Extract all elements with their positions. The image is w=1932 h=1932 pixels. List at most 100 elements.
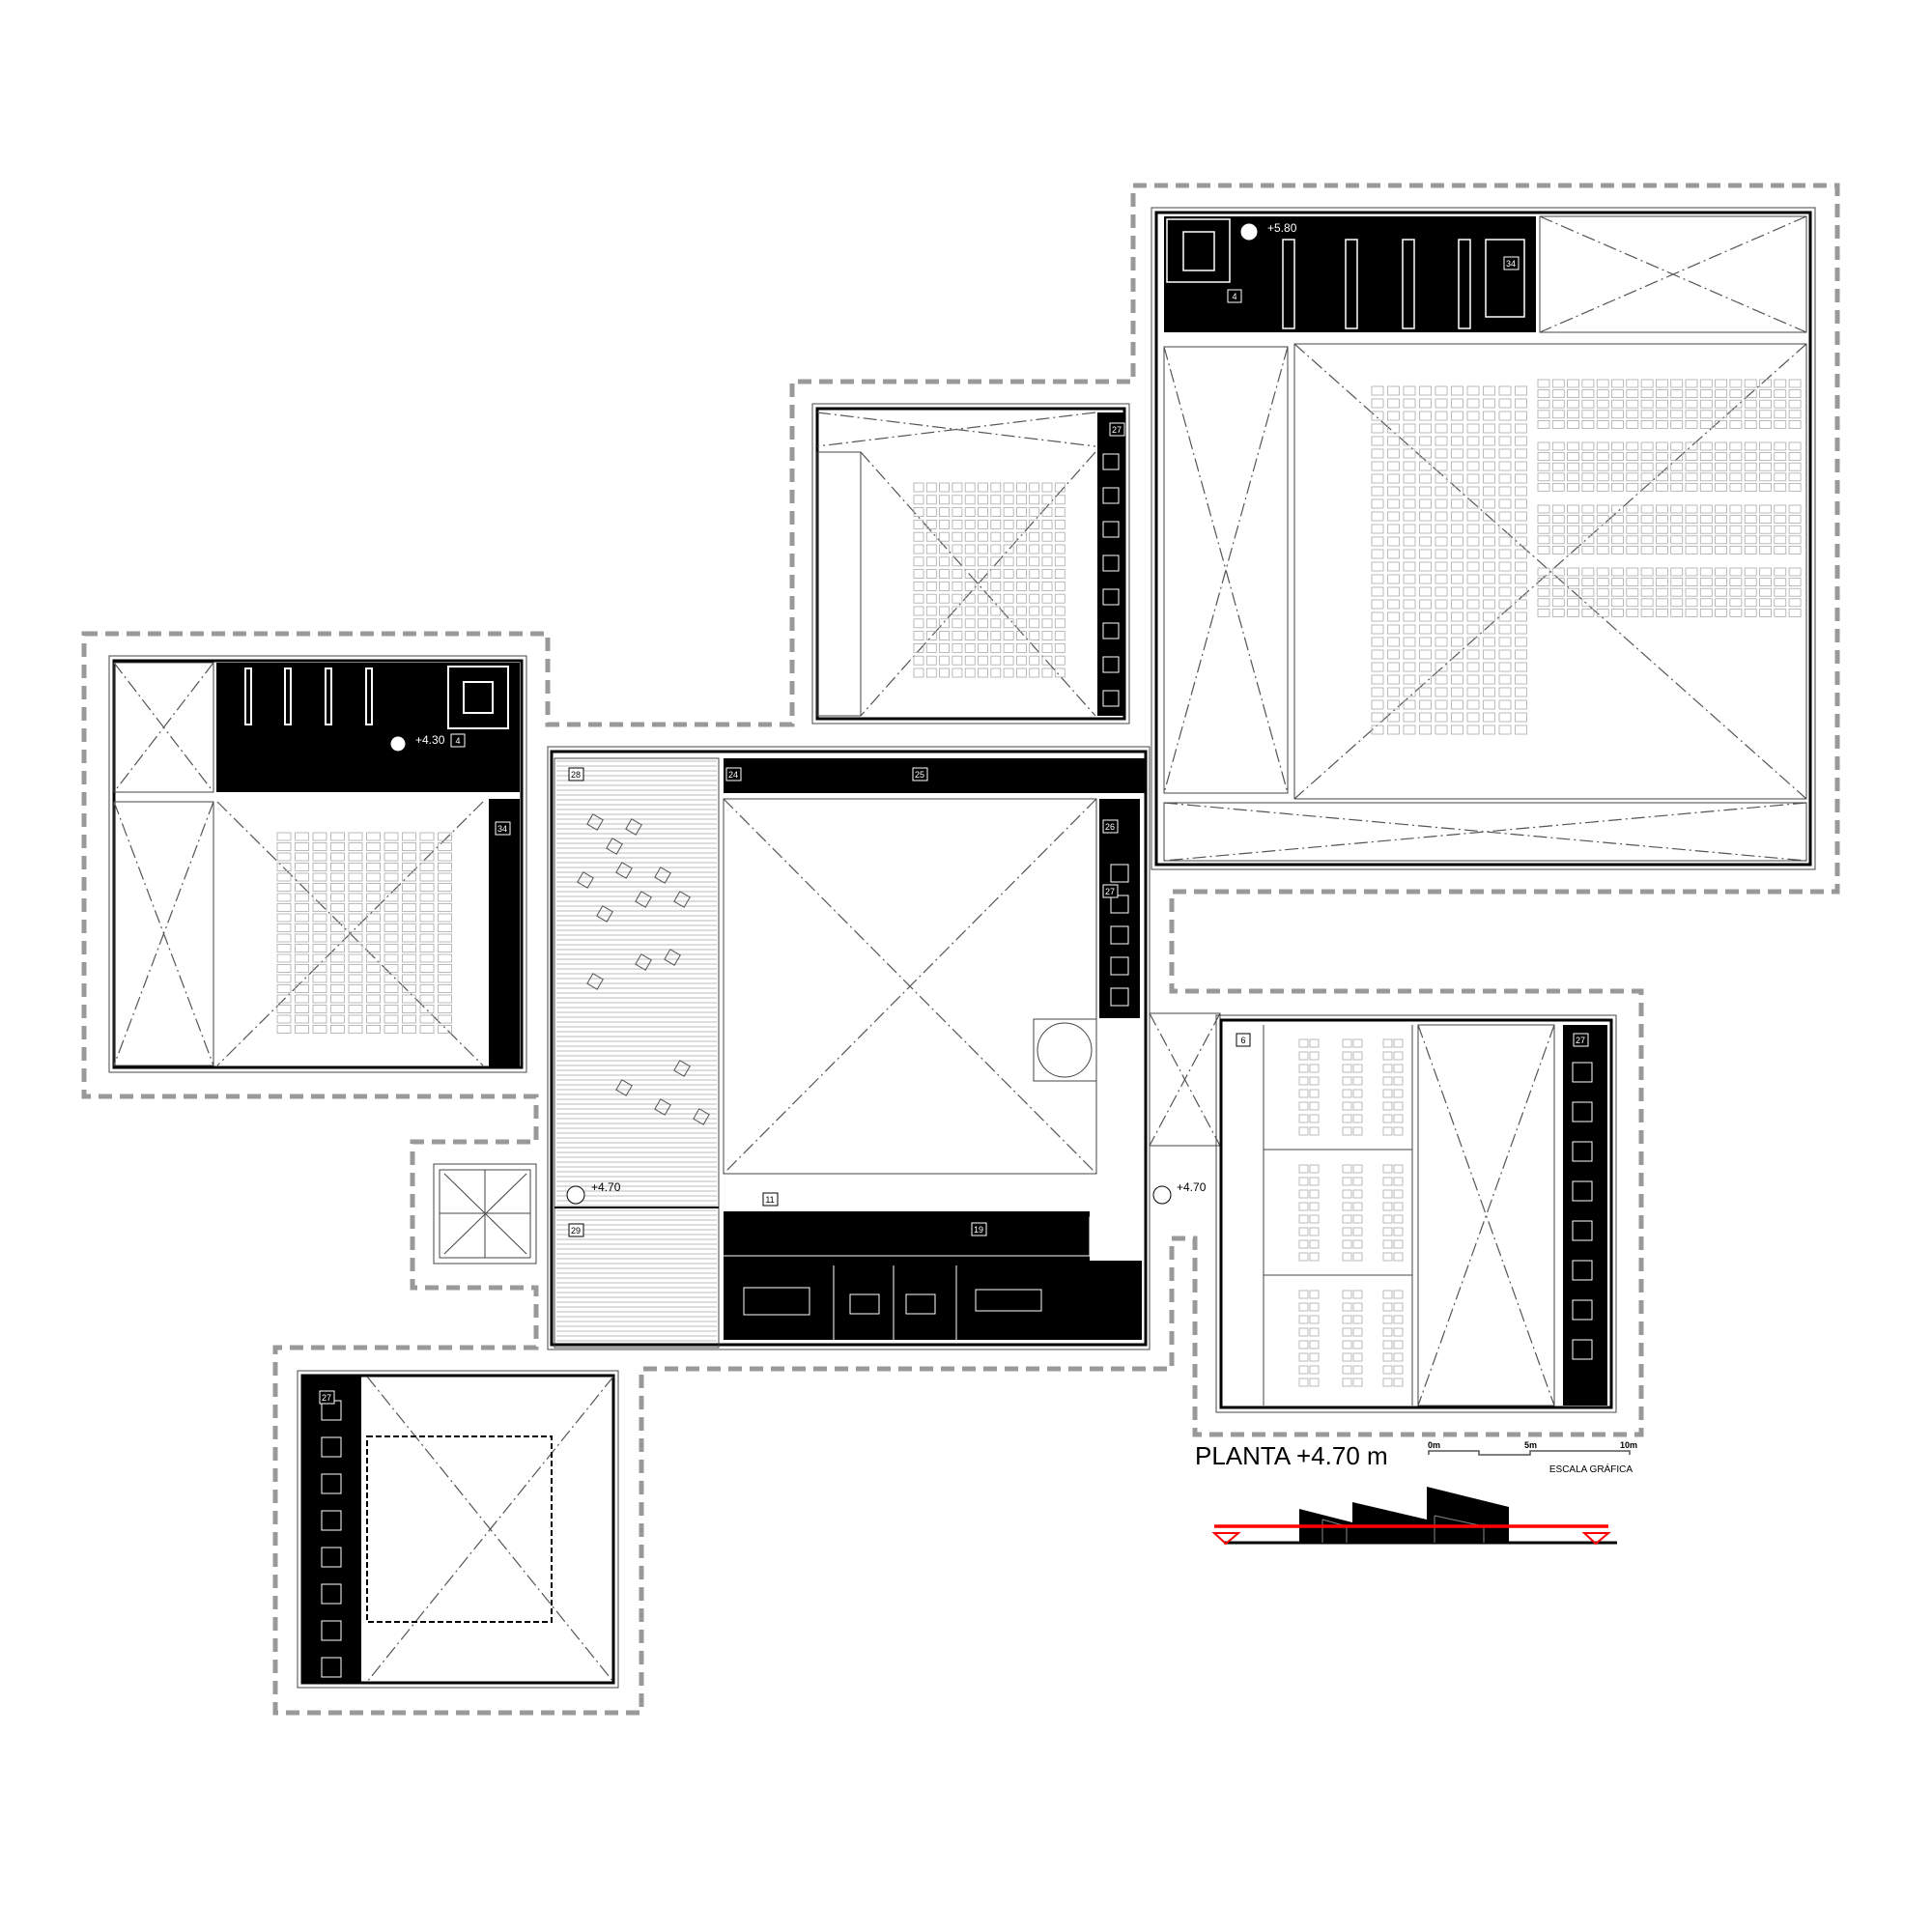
seat bbox=[1041, 606, 1053, 616]
seat bbox=[925, 593, 937, 604]
seat bbox=[1640, 567, 1654, 577]
scale-tick: 10m bbox=[1620, 1440, 1637, 1450]
seat bbox=[1581, 419, 1595, 429]
seat bbox=[939, 569, 950, 579]
seat bbox=[1626, 419, 1639, 429]
seat bbox=[1729, 535, 1743, 545]
seat bbox=[1515, 473, 1527, 484]
seat bbox=[939, 643, 950, 653]
seat bbox=[1699, 609, 1713, 617]
seat bbox=[1567, 598, 1579, 608]
seat bbox=[402, 984, 416, 993]
seat bbox=[1483, 436, 1495, 446]
seat bbox=[913, 531, 924, 542]
seat bbox=[1744, 567, 1757, 577]
seat bbox=[1342, 1252, 1352, 1262]
seat bbox=[312, 933, 327, 943]
seat bbox=[1387, 637, 1400, 647]
seat bbox=[330, 863, 345, 871]
seat bbox=[1419, 662, 1432, 672]
seat bbox=[1640, 515, 1654, 524]
seat bbox=[1371, 649, 1384, 660]
seat bbox=[330, 964, 345, 973]
locker bbox=[321, 1620, 342, 1641]
level-label: +5.80 bbox=[1267, 221, 1297, 235]
seat bbox=[1435, 411, 1448, 421]
seat bbox=[1016, 507, 1027, 517]
seat bbox=[295, 964, 309, 973]
seat bbox=[1567, 525, 1579, 534]
seat bbox=[1003, 655, 1014, 666]
seat bbox=[1419, 524, 1432, 534]
seat bbox=[366, 893, 381, 902]
seat bbox=[312, 964, 327, 973]
seat bbox=[1393, 1327, 1404, 1337]
seat bbox=[1029, 520, 1040, 529]
seat bbox=[1788, 525, 1802, 534]
seat bbox=[330, 893, 345, 902]
seat bbox=[348, 883, 363, 892]
seat bbox=[419, 1005, 435, 1013]
seat bbox=[1382, 1365, 1393, 1375]
seat bbox=[1419, 498, 1432, 509]
seat bbox=[939, 593, 950, 604]
seat bbox=[1515, 624, 1527, 635]
seat bbox=[1393, 1315, 1404, 1324]
seat bbox=[1342, 1089, 1352, 1098]
seat bbox=[1298, 1076, 1309, 1086]
seat bbox=[1685, 419, 1698, 429]
seat bbox=[1403, 637, 1416, 647]
seat bbox=[1451, 599, 1463, 610]
seat bbox=[348, 842, 363, 851]
seat bbox=[1567, 472, 1579, 482]
seat bbox=[1466, 411, 1480, 421]
seat bbox=[1670, 567, 1684, 577]
seat bbox=[1611, 525, 1624, 534]
seat bbox=[952, 668, 963, 678]
seat bbox=[1387, 611, 1400, 622]
seat bbox=[1309, 1089, 1320, 1098]
seat bbox=[1309, 1378, 1320, 1387]
seat bbox=[913, 582, 924, 591]
seat bbox=[1626, 441, 1639, 451]
seat bbox=[295, 842, 309, 851]
seat bbox=[1041, 582, 1053, 591]
seat bbox=[925, 495, 937, 505]
seat bbox=[1699, 504, 1713, 514]
seat bbox=[1537, 419, 1550, 429]
seat bbox=[990, 631, 1002, 640]
scale-bar: 0m 5m 10m ESCALA GRÁFICA bbox=[1428, 1440, 1637, 1475]
seat bbox=[1054, 495, 1065, 505]
seat bbox=[330, 1005, 345, 1013]
seat bbox=[1403, 536, 1416, 547]
seat bbox=[1596, 587, 1609, 597]
seat bbox=[939, 631, 950, 640]
seat bbox=[1656, 515, 1668, 524]
seat bbox=[438, 842, 452, 851]
seat bbox=[438, 893, 452, 902]
seat bbox=[1483, 712, 1495, 723]
locker bbox=[1102, 521, 1120, 538]
seat bbox=[1581, 472, 1595, 482]
seat bbox=[1581, 587, 1595, 597]
seat bbox=[1498, 699, 1512, 710]
seat bbox=[913, 643, 924, 653]
seat bbox=[1699, 482, 1713, 492]
seat bbox=[1567, 546, 1579, 554]
seat bbox=[1759, 389, 1772, 399]
seat bbox=[1029, 531, 1040, 542]
seat bbox=[1419, 448, 1432, 459]
seat bbox=[1419, 473, 1432, 484]
seat bbox=[1309, 1114, 1320, 1123]
seat bbox=[384, 903, 399, 912]
room-tag: 27 bbox=[1105, 887, 1115, 896]
seat bbox=[276, 1005, 292, 1013]
seat bbox=[1466, 448, 1480, 459]
seat bbox=[438, 974, 452, 983]
seat bbox=[1041, 643, 1053, 653]
seat bbox=[1685, 525, 1698, 534]
seat bbox=[1003, 606, 1014, 616]
seat bbox=[952, 556, 963, 567]
seat bbox=[1744, 419, 1757, 429]
seat bbox=[1298, 1101, 1309, 1111]
